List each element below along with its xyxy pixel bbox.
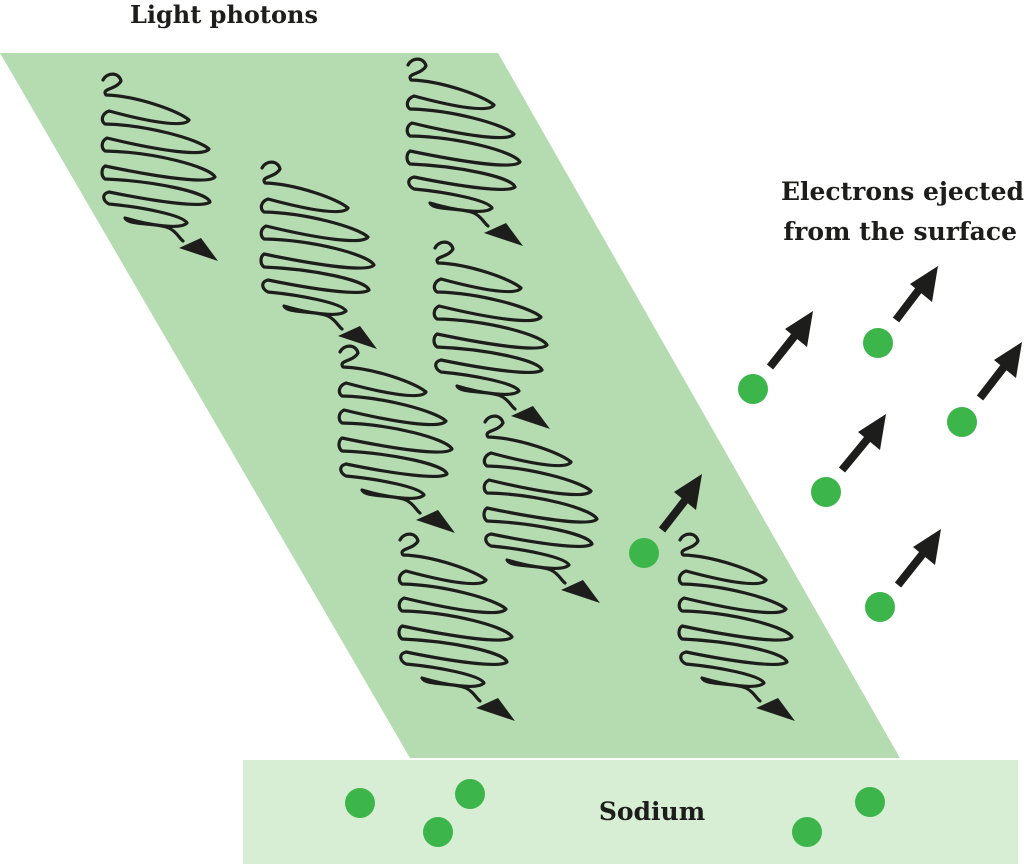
up-right-arrow-icon (766, 311, 813, 370)
electron-icon (855, 787, 885, 817)
ejected-electrons (629, 328, 977, 622)
electron-icon (455, 779, 485, 809)
electrons-label-line1: Electrons ejected (781, 177, 1024, 206)
electron-icon (423, 817, 453, 847)
electron-icon (947, 407, 977, 437)
electrons-label-line2: from the surface (783, 217, 1017, 246)
up-right-arrow-icon (976, 342, 1022, 401)
electron-icon (863, 328, 893, 358)
photons-label: Light photons (130, 0, 318, 29)
up-right-arrow-icon (838, 414, 886, 473)
sodium-label: Sodium (599, 797, 705, 826)
up-right-arrow-icon (658, 474, 702, 533)
electron-icon (811, 477, 841, 507)
up-right-arrow-icon (894, 529, 941, 588)
electron-icon (792, 817, 822, 847)
electron-icon (738, 374, 768, 404)
electron-icon (345, 788, 375, 818)
ejection-arrows (658, 266, 1022, 588)
sodium-slab (243, 760, 1018, 864)
sodium-electrons (345, 779, 885, 847)
light-beam (0, 53, 900, 758)
electron-icon (629, 538, 659, 568)
up-right-arrow-icon (892, 266, 938, 323)
electron-icon (865, 592, 895, 622)
